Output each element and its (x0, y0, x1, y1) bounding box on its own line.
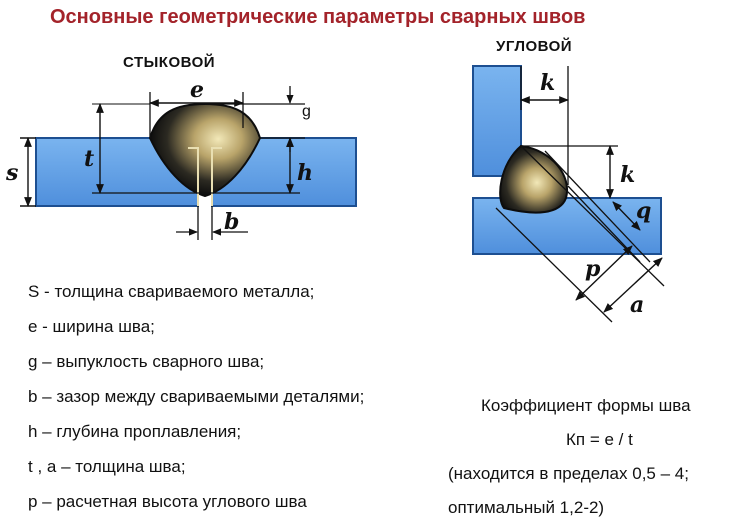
fillet-a-dimension (603, 257, 663, 313)
shape-coefficient-block: Коэффициент формы шва Кп = e / t (находи… (448, 394, 738, 530)
parameter-legend: S - толщина свариваемого металла; e - ши… (28, 282, 364, 527)
butt-t-label: t (84, 146, 94, 172)
legend-item-p: p – расчетная высота углового шва (28, 492, 307, 511)
butt-joint-edges (188, 147, 222, 206)
fillet-weld-bead (499, 144, 569, 214)
coefficient-title: Коэффициент формы шва (481, 396, 691, 415)
butt-e-label: e (190, 77, 204, 103)
fillet-root-line (495, 207, 613, 323)
fillet-p-label: p (585, 256, 601, 282)
butt-weld-label: СТЫКОВОЙ (123, 54, 216, 71)
legend-item-g: g – выпуклость сварного шва; (28, 352, 265, 371)
fillet-k-top-label: k (540, 70, 555, 96)
coefficient-range: (находится в пределах 0,5 – 4; (448, 464, 689, 483)
legend-item-e: e - ширина шва; (28, 317, 155, 336)
butt-g-label: g (302, 103, 311, 120)
coefficient-optimal: оптимальный 1,2-2) (448, 498, 605, 517)
butt-h-label: h (297, 160, 313, 186)
fillet-weld-label: УГЛОВОЙ (496, 38, 573, 55)
butt-b-label: b (224, 209, 239, 235)
fillet-k-side-label: k (620, 162, 635, 188)
fillet-throat-line-2 (544, 150, 651, 263)
butt-s-label: s (5, 160, 18, 186)
legend-item-h: h – глубина проплавления; (28, 422, 242, 441)
fillet-q-dimension (612, 201, 641, 231)
coefficient-formula: Кп = e / t (566, 430, 633, 449)
legend-item-b: b – зазор между свариваемыми деталями; (28, 387, 365, 406)
fillet-horizontal-plate (472, 197, 662, 255)
page-title: Основные геометрические параметры сварны… (50, 6, 586, 28)
legend-item-s: S - толщина свариваемого металла; (28, 282, 315, 301)
butt-weld-diagram: e g s t h b (5, 77, 357, 240)
fillet-weld-diagram: k k q p a (472, 65, 665, 323)
fillet-q-label: q (636, 198, 651, 224)
fillet-a-label: a (630, 292, 644, 318)
legend-item-t-a: t , a – толщина шва; (28, 457, 186, 476)
